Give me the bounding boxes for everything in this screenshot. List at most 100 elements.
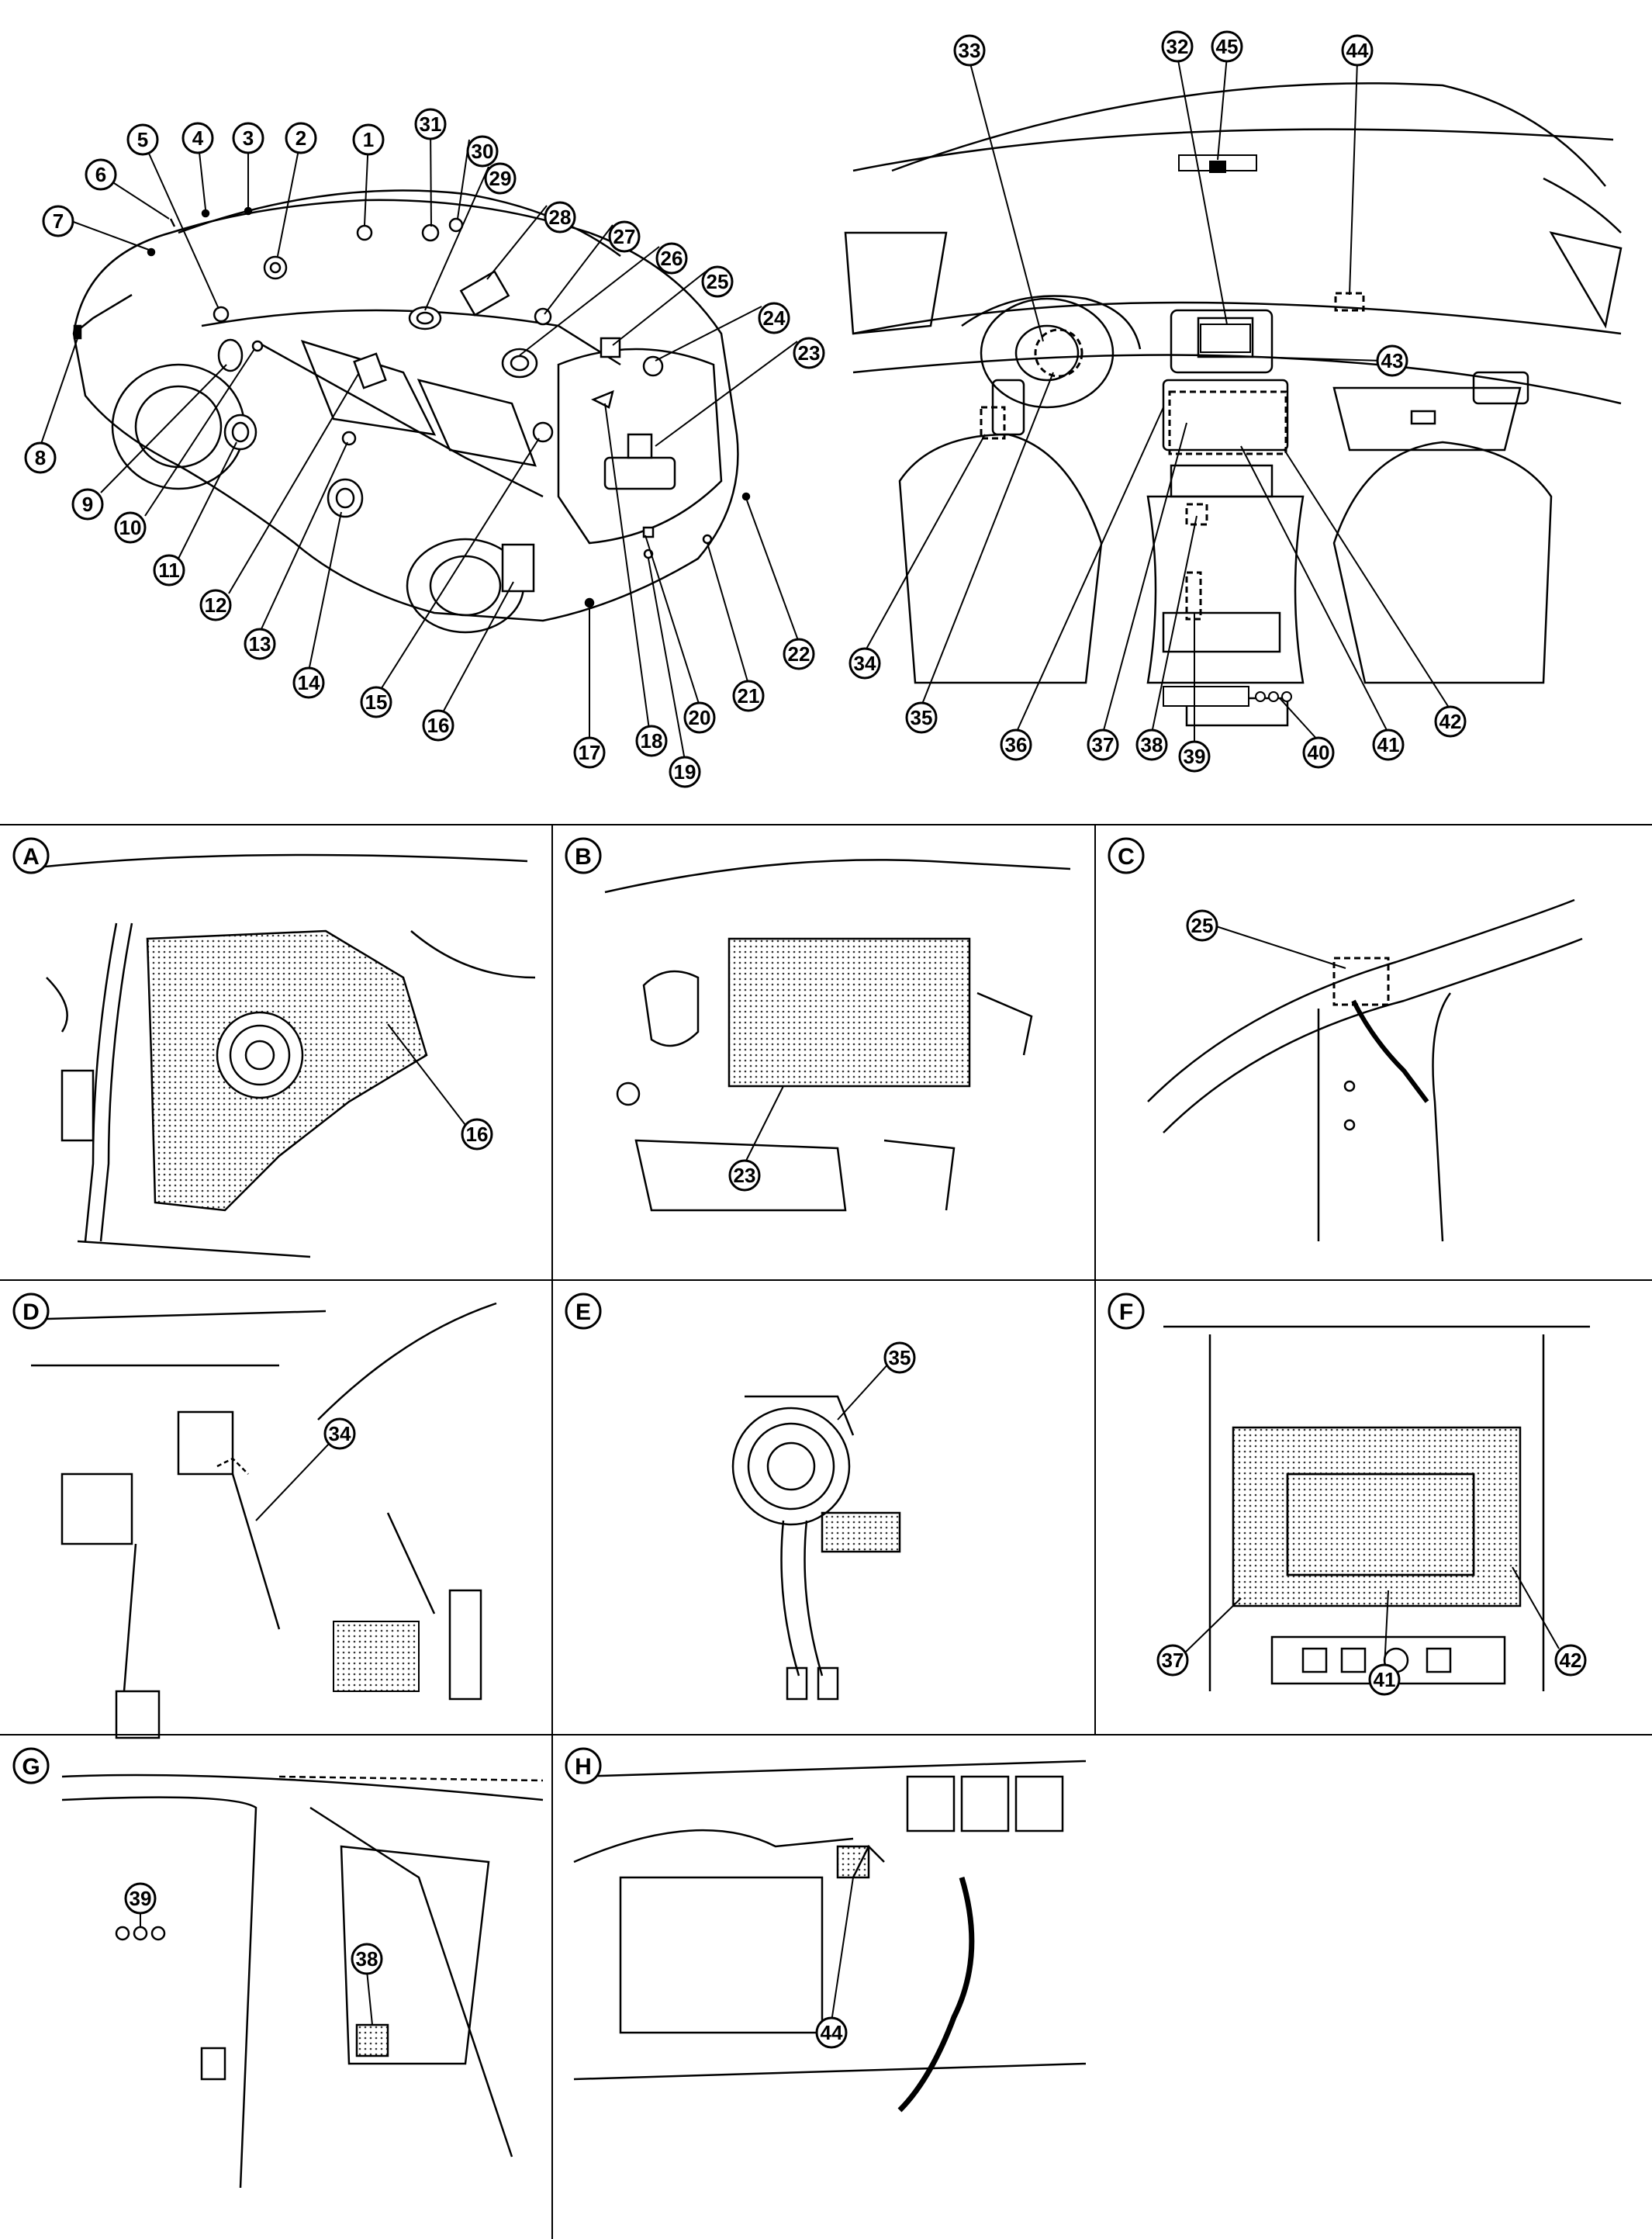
callout-18: 18 [635, 725, 668, 757]
callout-15-circle [360, 686, 392, 718]
callout-3-circle [232, 122, 264, 154]
callout-42-label: 42 [1439, 710, 1462, 733]
callout-43: 43 [1376, 344, 1408, 377]
callout-11-circle [153, 554, 185, 587]
callout-23-label: 23 [798, 341, 821, 365]
callout-38-label: 38 [1141, 733, 1163, 756]
interior-component-boxes [980, 292, 1365, 621]
callout-5: 5 [126, 123, 159, 156]
callout-41: 41 [1372, 728, 1405, 761]
panel-a-callout-16-circle [461, 1118, 493, 1151]
callout-7-label: 7 [53, 209, 64, 233]
panel-h-callout-44-label: 44 [821, 2021, 843, 2044]
callout-22-circle [783, 638, 815, 670]
callout-19: 19 [669, 756, 701, 788]
callout-12-circle [199, 589, 232, 621]
callout-2-label: 2 [295, 126, 306, 150]
callout-38: 38 [1135, 728, 1168, 761]
panel-c-callout-25-label: 25 [1191, 914, 1214, 937]
callout-12: 12 [199, 589, 232, 621]
callout-18-circle [635, 725, 668, 757]
callout-13-circle [244, 628, 276, 660]
callout-30-circle [466, 135, 499, 168]
exterior-components [73, 206, 751, 608]
panel-e-letter: E [565, 1293, 602, 1330]
callout-20-circle [683, 701, 716, 734]
callout-44-circle [1341, 34, 1374, 67]
callout-31-label: 31 [420, 112, 442, 136]
callout-16-label: 16 [427, 714, 450, 737]
panel-e-callout-35-circle [883, 1341, 916, 1374]
callout-13: 13 [244, 628, 276, 660]
callout-9-circle [71, 488, 104, 521]
callout-4-circle [181, 122, 214, 154]
panel-g-callout-39: 39 [124, 1882, 157, 1915]
callout-6: 6 [85, 158, 117, 191]
leader-lines-right [864, 55, 1451, 745]
callout-24-circle [758, 302, 790, 334]
callout-24: 24 [758, 302, 790, 334]
panel-letter-text: H [575, 1754, 592, 1780]
panel-e-callout-35: 35 [883, 1341, 916, 1374]
leader-lines-left [40, 123, 800, 761]
callout-7: 7 [42, 205, 74, 237]
callout-25: 25 [701, 265, 734, 298]
vehicle-interior-drawing [844, 82, 1623, 727]
panel-g-callout-38-label: 38 [356, 1947, 378, 1971]
panel-letter-circle [12, 837, 50, 874]
panel-f-callout-37-label: 37 [1162, 1649, 1184, 1672]
callout-40-label: 40 [1308, 741, 1330, 764]
callout-26-circle [655, 242, 688, 275]
callout-41-circle [1372, 728, 1405, 761]
callout-26: 26 [655, 242, 688, 275]
callout-14-circle [292, 666, 325, 699]
callout-1: 1 [352, 123, 385, 156]
panel-letter-text: F [1119, 1299, 1133, 1325]
callout-45-circle [1211, 30, 1243, 63]
callout-22: 22 [783, 638, 815, 670]
panel-grid [0, 824, 1652, 2239]
callout-3: 3 [232, 122, 264, 154]
panel-g-callout-39-circle [124, 1882, 157, 1915]
callout-1-circle [352, 123, 385, 156]
panel-b-callout-23-circle [728, 1159, 761, 1192]
panel-h-callout-44-circle [815, 2016, 848, 2049]
callout-10: 10 [114, 511, 147, 544]
callout-28: 28 [544, 201, 576, 234]
panel-g-callout-38-circle [351, 1943, 383, 1975]
callout-21-circle [732, 680, 765, 712]
callout-6-label: 6 [95, 163, 106, 186]
panel-e-callout-35-label: 35 [889, 1346, 911, 1369]
callout-30: 30 [466, 135, 499, 168]
callout-21: 21 [732, 680, 765, 712]
callout-29-label: 29 [489, 167, 512, 190]
panel-b-callout-23: 23 [728, 1159, 761, 1192]
callout-26-label: 26 [661, 247, 683, 270]
callout-2: 2 [285, 122, 317, 154]
callout-31: 31 [414, 108, 447, 140]
callout-45: 45 [1211, 30, 1243, 63]
callout-19-label: 19 [674, 760, 696, 784]
callout-32-circle [1161, 30, 1194, 63]
callout-37: 37 [1087, 728, 1119, 761]
callout-33: 33 [953, 34, 986, 67]
callout-23: 23 [793, 337, 825, 369]
callout-10-label: 10 [119, 516, 142, 539]
callout-45-label: 45 [1216, 35, 1239, 58]
callout-30-label: 30 [472, 140, 494, 163]
callout-4: 4 [181, 122, 214, 154]
callout-33-label: 33 [959, 39, 981, 62]
callout-9-label: 9 [82, 493, 93, 516]
callout-5-label: 5 [137, 128, 148, 151]
callout-28-label: 28 [549, 206, 572, 229]
panel-d-callout-34-label: 34 [329, 1422, 351, 1445]
callout-35: 35 [905, 701, 938, 734]
callout-25-circle [701, 265, 734, 298]
panel-letter-circle [565, 837, 602, 874]
callout-7-circle [42, 205, 74, 237]
callout-16-circle [422, 709, 454, 742]
panel-f-letter: F [1108, 1293, 1145, 1330]
panel-letter-circle [12, 1747, 50, 1784]
panel-letter-text: C [1118, 844, 1135, 870]
callout-8: 8 [24, 441, 57, 474]
